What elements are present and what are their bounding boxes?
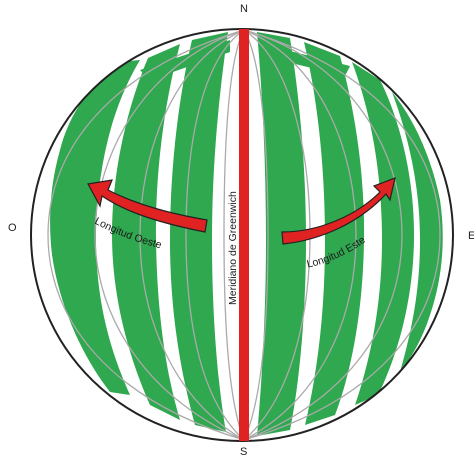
cardinal-north: N (240, 3, 248, 15)
prime-meridian (239, 29, 249, 441)
cardinal-east: E (468, 230, 474, 242)
cardinal-west: O (8, 222, 17, 234)
prime-meridian-label: Meridiano de Greenwich (227, 191, 239, 305)
cardinal-south: S (240, 446, 247, 458)
